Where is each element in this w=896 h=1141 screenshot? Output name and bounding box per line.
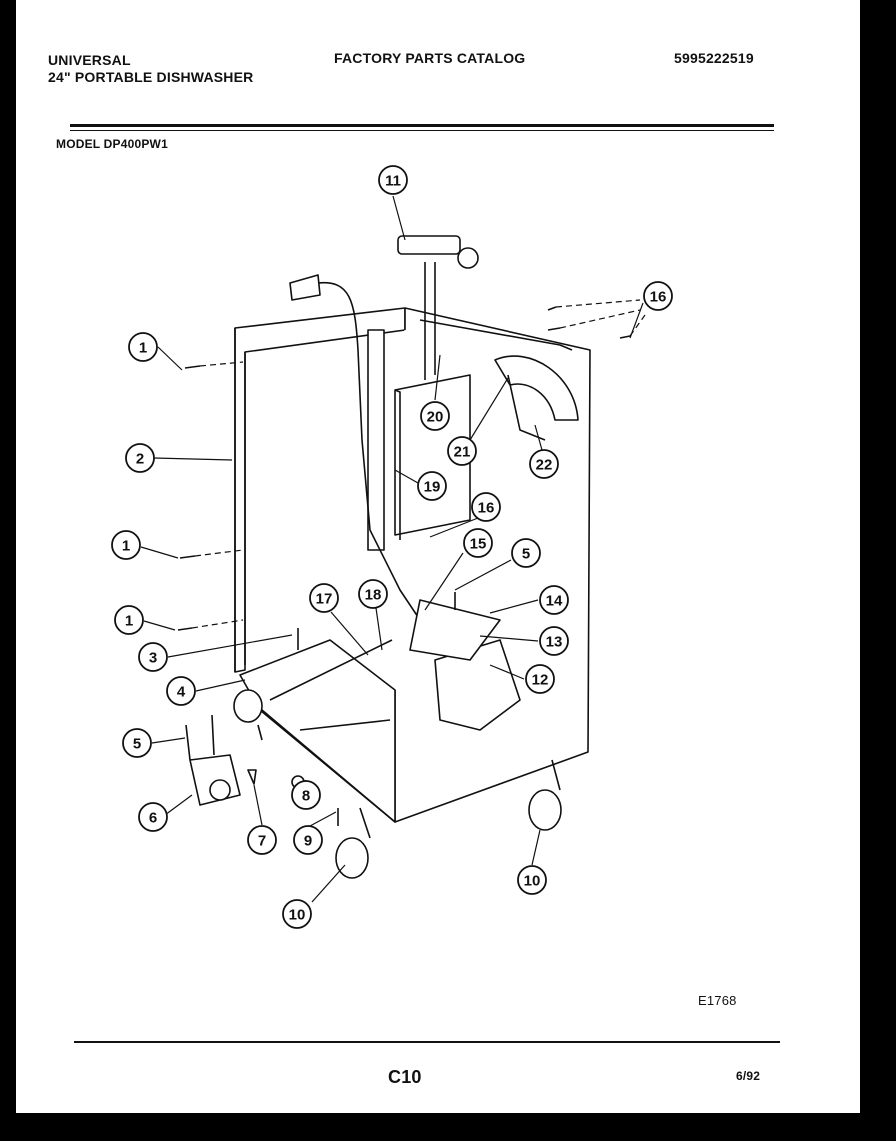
callout-12 xyxy=(525,664,555,694)
callout-10a xyxy=(282,899,312,929)
callout-5b xyxy=(511,538,541,568)
callout-10b xyxy=(517,865,547,895)
model-label: MODEL DP400PW1 xyxy=(56,137,168,151)
callout-17 xyxy=(309,583,339,613)
callout-number: 11 xyxy=(385,173,401,190)
callout-number: 10 xyxy=(289,907,306,924)
callout-number: 16 xyxy=(650,289,667,306)
header-rule-thin xyxy=(70,130,774,131)
callout-number: 7 xyxy=(258,833,266,850)
callout-number: 12 xyxy=(532,672,549,689)
brand-name: UNIVERSAL xyxy=(48,52,131,68)
callout-number: 2 xyxy=(136,451,144,468)
callout-16a xyxy=(471,492,501,522)
callout-6 xyxy=(138,802,168,832)
callout-number: 4 xyxy=(177,684,186,701)
callout-number: 1 xyxy=(139,340,147,357)
callout-number: 3 xyxy=(149,650,157,667)
callout-1a xyxy=(128,332,158,362)
callout-number: 9 xyxy=(304,833,312,850)
callout-number: 5 xyxy=(522,546,530,563)
callout-18 xyxy=(358,579,388,609)
figure-code: E1768 xyxy=(698,993,737,1008)
footer-rule xyxy=(74,1041,780,1043)
callout-2 xyxy=(125,443,155,473)
callout-1b xyxy=(111,530,141,560)
callout-5a xyxy=(122,728,152,758)
callout-21 xyxy=(447,436,477,466)
callout-1c xyxy=(114,605,144,635)
callout-15 xyxy=(463,528,493,558)
callout-4 xyxy=(166,676,196,706)
callout-number: 17 xyxy=(316,591,333,608)
callout-number: 18 xyxy=(365,587,382,604)
callout-number: 21 xyxy=(454,444,471,461)
inner-panel xyxy=(394,374,471,536)
callout-14 xyxy=(539,585,569,615)
callout-16b xyxy=(643,281,673,311)
callout-number: 22 xyxy=(536,457,553,474)
product-title: 24" PORTABLE DISHWASHER xyxy=(48,69,254,85)
callout-13 xyxy=(539,626,569,656)
callout-number: 14 xyxy=(546,593,563,610)
callout-3 xyxy=(138,642,168,672)
callout-number: 5 xyxy=(133,736,141,753)
callout-number: 10 xyxy=(524,873,541,890)
header-rule-thick xyxy=(70,124,774,127)
callout-number: 19 xyxy=(424,479,441,496)
callout-22 xyxy=(529,449,559,479)
callout-number: 1 xyxy=(125,613,133,630)
callout-number: 1 xyxy=(122,538,130,555)
catalog-title: FACTORY PARTS CATALOG xyxy=(334,50,526,66)
callout-number: 16 xyxy=(478,500,495,517)
callout-number: 15 xyxy=(470,536,487,553)
catalog-date: 6/92 xyxy=(736,1069,761,1083)
callout-number: 20 xyxy=(427,409,444,426)
page-number: C10 xyxy=(388,1067,422,1087)
catalog-number: 5995222519 xyxy=(674,50,754,66)
callout-11 xyxy=(378,165,408,195)
callout-7 xyxy=(247,825,277,855)
callout-number: 8 xyxy=(302,788,310,805)
callout-number: 6 xyxy=(149,810,157,827)
callout-8 xyxy=(291,780,321,810)
callout-9 xyxy=(293,825,323,855)
callout-20 xyxy=(420,401,450,431)
callout-19 xyxy=(417,471,447,501)
callout-number: 13 xyxy=(546,634,563,651)
